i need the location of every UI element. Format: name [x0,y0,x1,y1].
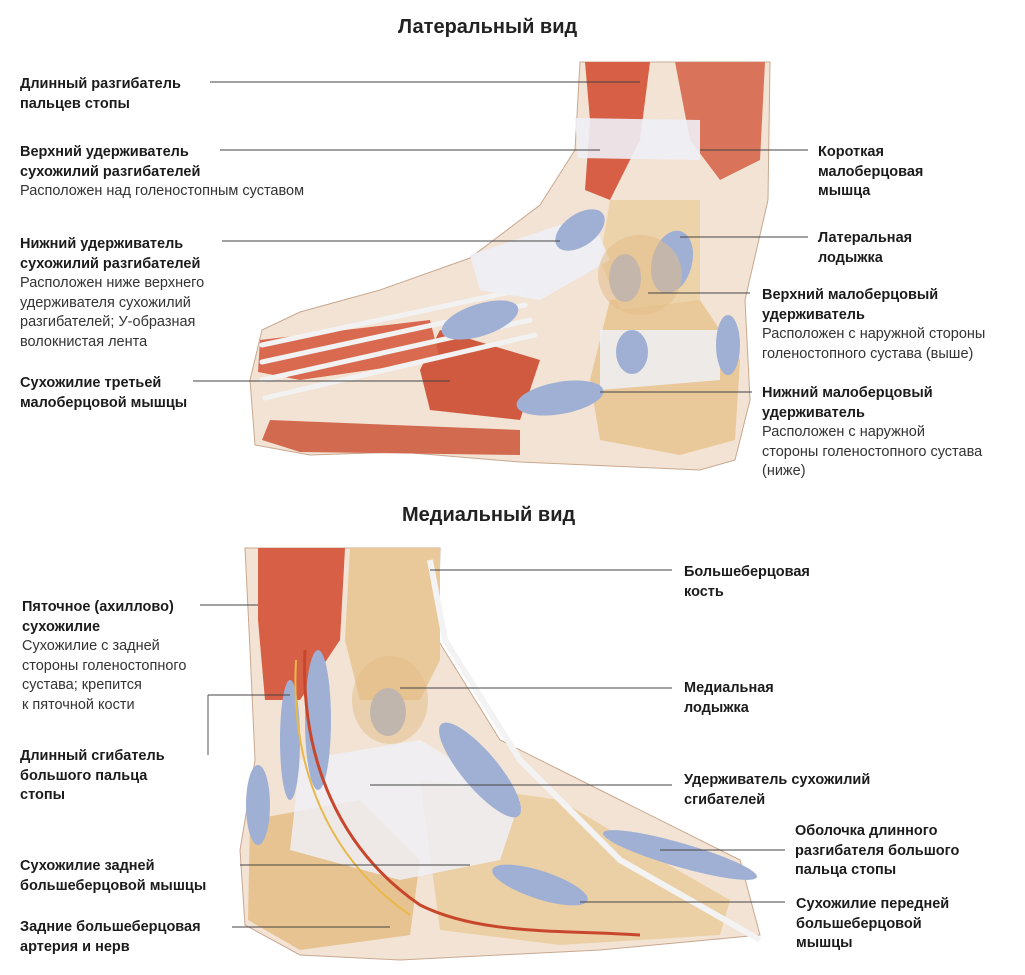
label-tibialis-anterior-tendon: Сухожилие передней большеберцовой мышцы [796,896,950,951]
leader-lines [193,81,808,928]
medial-sheath-4 [246,765,270,845]
lateral-view-title: Латеральный вид [398,16,578,38]
medial-sheath-1 [305,650,331,790]
label-superior-peroneal-retinaculum: Верхний малоберцовый удерживатель Распол… [762,287,986,362]
lateral-sheath-7 [616,330,648,374]
posterior-tibial-nerve [294,659,411,916]
posterior-tibial-artery [303,649,641,937]
medial-malleolus [352,656,428,744]
label-peroneus-tertius-tendon: Сухожилие третьей малоберцовой мышцы [20,375,188,411]
medial-view-title: Медиальный вид [402,504,576,526]
lateral-malleolus [598,235,682,315]
medial-sheath-3 [439,722,521,818]
label-tibia: Большеберцовая кость [684,564,810,600]
lateral-foot-illustration [249,61,771,471]
label-inferior-peroneal-retinaculum: Нижний малоберцовый удерживатель Располо… [762,385,983,479]
lateral-sheath-1 [555,209,605,251]
medial-sheath-5 [492,864,588,906]
label-flexor-hallucis-longus: Длинный сгибатель большого пальца стопы [20,748,165,803]
label-posterior-tibial-artery-nerve: Задние большеберцовая артерия и нерв [20,919,201,955]
label-peroneus-brevis: Короткая малоберцовая мышца [818,144,924,199]
lateral-sheath-5 [516,380,604,416]
medial-tibia-bone [345,548,440,700]
lateral-sole-muscle [262,420,520,455]
label-lateral-malleolus: Латеральная лодыжка [818,230,913,266]
label-tibialis-posterior-tendon: Сухожилие задней большеберцовой мышцы [20,858,207,894]
lateral-sheath-4 [441,300,519,340]
tibialis-anterior-tendon [427,559,762,943]
label-superior-extensor-retinaculum: Верхний удерживатель сухожилий разгибате… [20,144,305,199]
peroneus-brevis-muscle [675,62,765,180]
ehl-sheath [603,830,757,880]
label-flexor-retinaculum: Удерживатель сухожилий сгибателей [684,772,871,808]
medial-foot-illustration [239,547,762,961]
lateral-sheath-6 [716,315,740,375]
label-inferior-extensor-retinaculum: Нижний удерживатель сухожилий разгибател… [20,236,205,350]
label-medial-malleolus: Медиальная лодыжка [684,680,774,716]
medial-sheath-2 [280,680,300,800]
label-achilles-tendon: Пяточное (ахиллово) сухожилие Сухожилие … [22,599,187,713]
label-extensor-digitorum-longus: Длинный разгибатель пальцев стопы [20,76,181,112]
superior-extensor-retinaculum [575,118,700,160]
label-ehl-sheath: Оболочка длинного разгибателя большого п… [795,823,960,878]
